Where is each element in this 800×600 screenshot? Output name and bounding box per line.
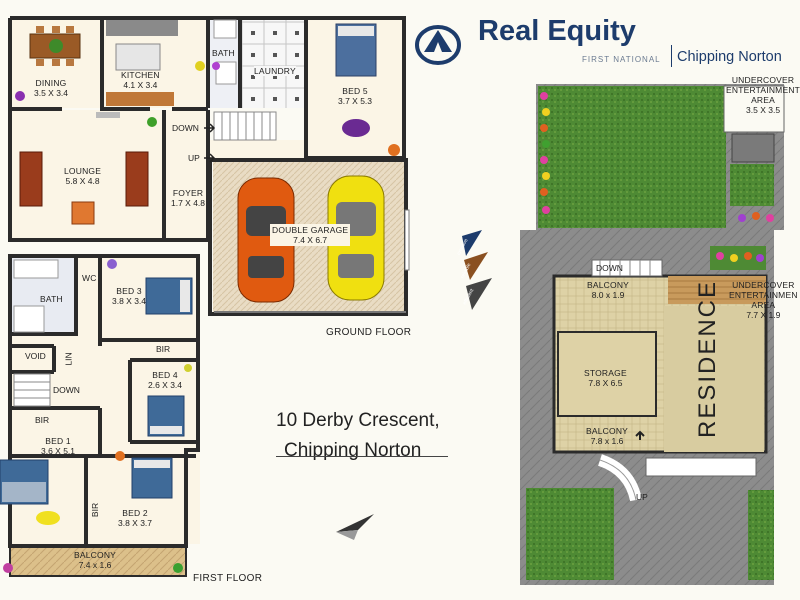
first-floor-title: FIRST FLOOR xyxy=(193,573,263,584)
site-down-label: DOWN xyxy=(596,263,623,273)
wc-label: WC xyxy=(82,273,97,283)
first-down-label: DOWN xyxy=(53,385,80,395)
brand-suburb: Chipping Norton xyxy=(677,49,782,65)
ground-bath-label: BATH xyxy=(212,48,235,58)
address-line2: Chipping Norton xyxy=(284,440,422,461)
bed2-bir-label: BIR xyxy=(90,502,101,518)
address-strike xyxy=(276,456,448,457)
brand-tagline: FIRST NATIONAL xyxy=(582,55,661,64)
compass-icon xyxy=(334,508,378,549)
ground-down-label: DOWN xyxy=(172,123,199,133)
bed1-bir-label: BIR xyxy=(35,415,50,425)
badge-icon: creative reliable efficient xyxy=(452,230,498,317)
first-bath-label: BATH xyxy=(40,294,63,304)
residence-label: RESIDENCE xyxy=(694,279,721,438)
car-orange-icon xyxy=(237,177,295,303)
laundry-label: LAUNDRY xyxy=(254,66,296,76)
site-up-label: UP xyxy=(636,492,648,502)
bed3-bir-label: BIR xyxy=(156,344,171,354)
brand-logo xyxy=(414,20,468,66)
car-yellow-icon xyxy=(327,175,385,301)
brand-divider xyxy=(671,45,672,67)
lin-label: LIN xyxy=(63,352,74,366)
site-plan xyxy=(520,80,800,585)
address-line1: 10 Derby Crescent, xyxy=(276,410,440,431)
brand-name: Real Equity xyxy=(478,15,636,47)
ground-up-label: UP xyxy=(188,153,200,163)
brand-logo-icon xyxy=(415,25,461,65)
void-label: VOID xyxy=(25,351,46,361)
ground-floor-plan xyxy=(0,0,420,340)
first-floor-plan xyxy=(0,250,210,585)
ground-floor-title: GROUND FLOOR xyxy=(326,327,412,338)
